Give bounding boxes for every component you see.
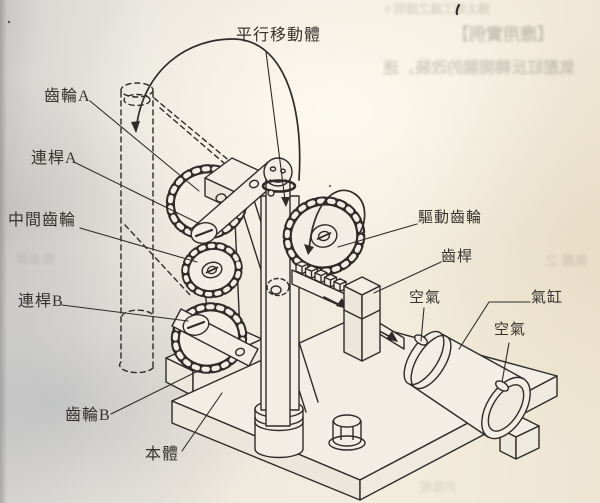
parallel-moving-bar <box>265 175 291 427</box>
rack-guide-block <box>343 276 381 362</box>
leader-body <box>181 392 223 452</box>
motion-arc <box>131 38 301 181</box>
leader-gear-b <box>110 371 197 415</box>
scan-marks <box>7 3 461 188</box>
leader-rack <box>373 261 442 294</box>
leader-link-b <box>61 304 189 322</box>
label-air-left: 空氣 <box>409 290 442 306</box>
leader-parallel-moving-body <box>265 51 286 201</box>
label-link-a: 連桿A <box>31 150 78 167</box>
page-left-edge-shadow <box>0 0 7 503</box>
label-parallel-moving-body: 平行移動體 <box>236 27 322 44</box>
label-body: 本體 <box>145 446 180 463</box>
rotation-arrow <box>304 189 366 255</box>
ball-joint <box>261 157 297 197</box>
leader-intermediate-gear <box>79 227 198 263</box>
label-drive-gear: 驅動齒輪 <box>418 210 483 226</box>
link-b <box>171 308 259 367</box>
leader-drive-gear <box>337 223 418 248</box>
leader-air-cylinder <box>458 301 531 350</box>
air-port-right <box>494 380 510 392</box>
leader-air-right <box>501 342 510 383</box>
air-cylinder <box>403 330 531 440</box>
leader-gear-a <box>89 100 200 192</box>
label-gear-b: 齒輪B <box>65 407 111 424</box>
leader-air-left <box>420 307 425 342</box>
drive-gear <box>282 196 366 276</box>
label-intermediate-gear: 中間齒輪 <box>8 212 77 229</box>
label-air-cylinder: 氣缸 <box>531 290 564 306</box>
label-rack: 齒桿 <box>441 249 474 265</box>
rack <box>291 260 355 313</box>
leader-link-a <box>73 161 201 225</box>
link-a <box>189 161 287 244</box>
label-air-right: 空氣 <box>494 322 527 338</box>
hex-bolt <box>328 414 366 451</box>
label-link-b: 連桿B <box>18 293 64 310</box>
rack-teeth <box>295 260 347 293</box>
intermediate-gear <box>181 241 243 299</box>
label-gear-a: 齒輪A <box>44 88 91 105</box>
leader-lines <box>61 51 531 452</box>
